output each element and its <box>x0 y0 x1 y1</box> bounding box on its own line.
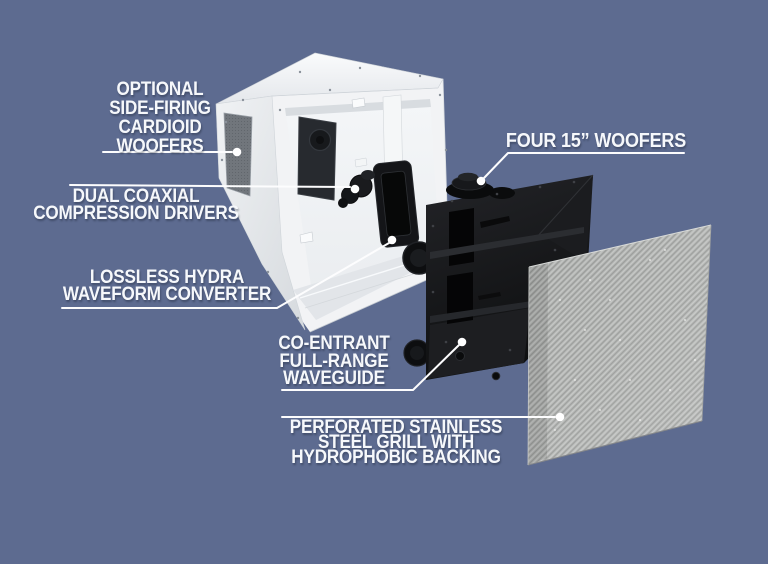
label-line: DUAL COAXIAL <box>72 186 200 207</box>
label-line: PERFORATED STAINLESS <box>289 417 503 438</box>
label-line: HYDROPHOBIC BACKING <box>291 447 501 469</box>
label-four-15in-woofers: FOUR 15” WOOFERS <box>479 130 713 152</box>
label-line: LOSSLESS HYDRA <box>89 267 245 288</box>
label-line: COMPRESSION DRIVERS <box>33 203 239 224</box>
label-line: WAVEGUIDE <box>283 368 385 389</box>
label-perforated-stainless-steel-grill: PERFORATED STAINLESS STEEL GRILL WITH HY… <box>275 417 518 469</box>
label-line: SIDE-FIRING <box>109 98 211 119</box>
label-line: WAVEFORM CONVERTER <box>62 284 272 305</box>
label-co-entrant-full-range-waveguide: CO-ENTRANT FULL-RANGE WAVEGUIDE <box>217 333 451 389</box>
callout-dot-optional-woofers <box>232 147 242 157</box>
label-line: CO-ENTRANT <box>278 333 390 354</box>
enclosure-illustration <box>215 52 450 333</box>
label-line: FOUR 15” WOOFERS <box>505 130 687 152</box>
callouts <box>61 151 685 418</box>
enclosure-interior <box>285 94 440 320</box>
label-dual-coaxial-compression-drivers: DUAL COAXIAL COMPRESSION DRIVERS <box>19 186 253 224</box>
grill-speckles <box>554 249 696 431</box>
callout-dots <box>232 147 565 422</box>
callout-dot-grill <box>555 412 565 422</box>
callout-dot-four-woofers <box>476 176 486 186</box>
grill-illustration <box>527 224 712 466</box>
label-optional-side-firing-cardioid-woofers: OPTIONAL SIDE-FIRING CARDIOID WOOFERS <box>43 80 277 156</box>
label-lossless-hydra-waveform-converter: LOSSLESS HYDRA WAVEFORM CONVERTER <box>50 267 284 305</box>
callout-dot-waveguide <box>457 337 467 347</box>
callout-line-hydra-converter <box>61 242 390 309</box>
compression-driver-illustration <box>372 160 420 248</box>
label-line: STEEL GRILL WITH <box>317 432 475 454</box>
label-line: WOOFERS <box>116 136 204 157</box>
label-line: CARDIOID <box>118 117 202 138</box>
callout-line-waveguide <box>281 344 460 391</box>
callout-dot-compression-drivers <box>350 184 360 194</box>
callout-dot-hydra-converter <box>387 235 397 245</box>
callout-line-compression-drivers <box>69 184 351 188</box>
callout-line-four-woofers <box>483 152 685 179</box>
label-line: FULL-RANGE <box>279 350 389 372</box>
waveguide-window-upper <box>449 208 474 266</box>
label-line: OPTIONAL <box>116 79 204 100</box>
baffle-screws <box>431 180 576 352</box>
